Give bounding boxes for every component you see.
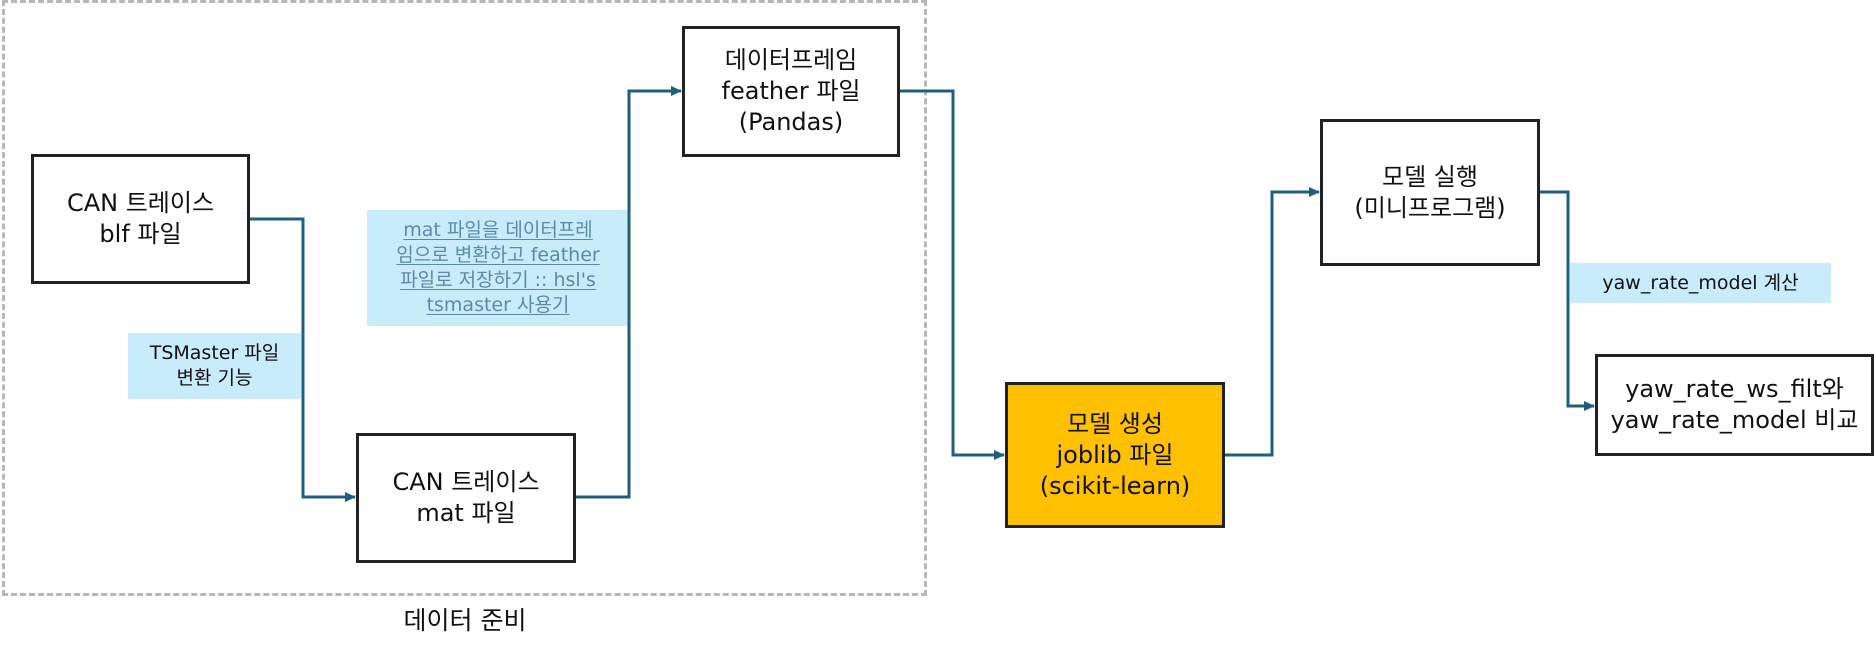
data-preparation-label: 데이터 준비: [403, 606, 527, 635]
model-create-text: 모델 생성 joblib 파일 (scikit-learn): [1039, 409, 1191, 500]
tsmaster-conversion-note: TSMaster 파일 변환 기능: [128, 333, 301, 399]
mat-to-feather-link[interactable]: mat 파일을 데이터프레 임으로 변환하고 feather 파일로 저장하기 …: [367, 210, 629, 326]
dataframe-feather-text: 데이터프레임 feather 파일 (Pandas): [721, 46, 861, 136]
arrow-model-create-to-model-run: [1225, 187, 1320, 457]
dataframe-feather-box: 데이터프레임 feather 파일 (Pandas): [682, 26, 900, 157]
model-run-text: 모델 실행 (미니프로그램): [1354, 162, 1506, 222]
model-run-box: 모델 실행 (미니프로그램): [1320, 119, 1540, 266]
model-create-box: 모델 생성 joblib 파일 (scikit-learn): [1005, 382, 1225, 528]
can-trace-mat-box: CAN 트레이스 mat 파일: [356, 433, 576, 563]
can-trace-mat-text: CAN 트레이스 mat 파일: [392, 468, 540, 527]
data-preparation-group: [2, 0, 927, 596]
can-trace-blf-text: CAN 트레이스 blf 파일: [66, 189, 215, 248]
can-trace-blf-box: CAN 트레이스 blf 파일: [31, 154, 250, 284]
arrow-dataframe-to-model-create: [900, 89, 1005, 460]
arrow-blf-to-mat: [250, 217, 356, 502]
yaw-rate-model-calc-note: yaw_rate_model 계산: [1570, 263, 1831, 303]
compare-box: yaw_rate_ws_filt와 yaw_rate_model 비교: [1595, 354, 1874, 456]
compare-text: yaw_rate_ws_filt와 yaw_rate_model 비교: [1610, 375, 1859, 434]
arrow-mat-to-dataframe: [576, 86, 682, 499]
arrow-model-run-to-compare: [1540, 190, 1595, 411]
